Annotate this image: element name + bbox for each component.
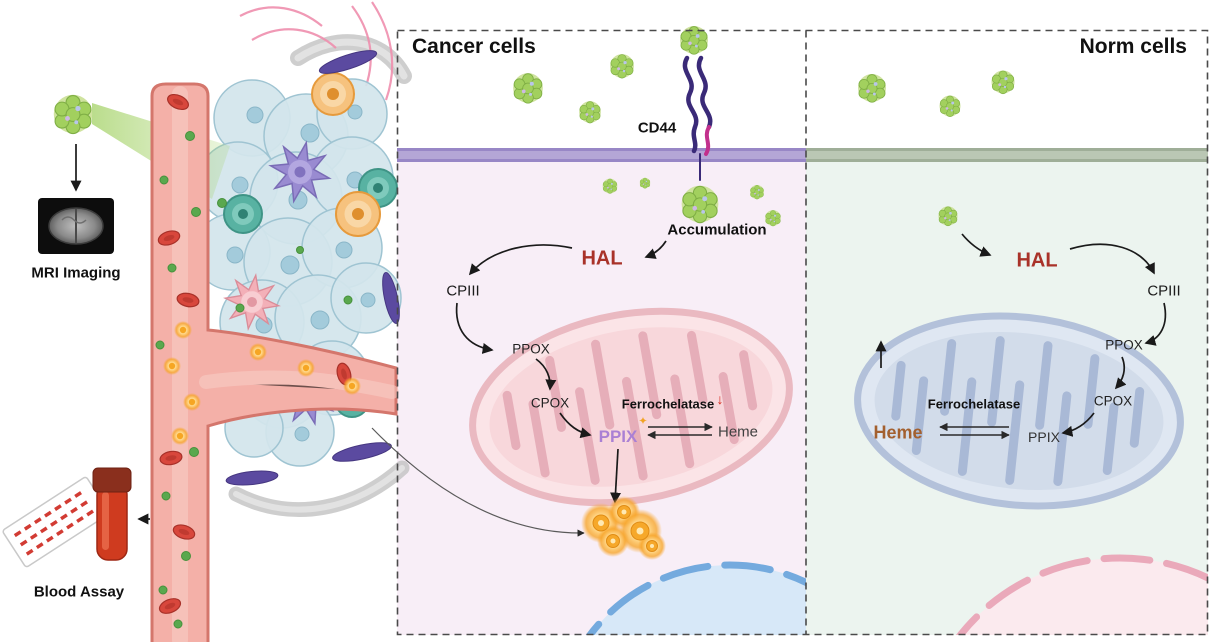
cancer-nucleus bbox=[585, 561, 806, 635]
nanoparticle bbox=[578, 100, 602, 124]
nanoparticle bbox=[639, 177, 651, 189]
equilibrium-arrows bbox=[647, 422, 1010, 440]
nanoparticle bbox=[512, 72, 544, 104]
norm-cell-membrane bbox=[806, 148, 1208, 162]
panel-borders bbox=[396, 29, 1209, 636]
immune-cell-orange bbox=[311, 72, 381, 237]
nanoparticle-dots-tissue bbox=[217, 198, 353, 313]
nanoparticle bbox=[609, 53, 635, 79]
nanoparticle bbox=[764, 209, 782, 227]
nanoparticle-dots-vessel bbox=[155, 131, 201, 629]
mri-image bbox=[38, 198, 114, 254]
pathway-arrows bbox=[70, 144, 1167, 525]
glow-dots-vessel bbox=[163, 321, 361, 445]
mitochondrion-norm bbox=[854, 312, 1184, 510]
nanoparticle bbox=[857, 73, 887, 103]
tissue-structures bbox=[228, 34, 412, 518]
nanoparticle bbox=[53, 94, 93, 135]
norm-nucleus bbox=[955, 554, 1208, 635]
nanoparticle bbox=[939, 95, 961, 117]
signal-waves bbox=[239, 1, 394, 101]
nanoparticle bbox=[991, 70, 1015, 95]
nanoparticle bbox=[681, 185, 719, 224]
blood-assay bbox=[2, 467, 132, 568]
nanoparticle bbox=[938, 206, 958, 227]
cancer-cell-membrane bbox=[397, 148, 806, 162]
blood-tube bbox=[92, 467, 132, 561]
cd44-receptor bbox=[682, 55, 713, 181]
mitochondrion-cancer bbox=[469, 307, 793, 507]
nanoparticle bbox=[602, 178, 618, 194]
ppix-fluorescence-cluster bbox=[581, 496, 666, 560]
nanoparticle bbox=[749, 184, 765, 200]
